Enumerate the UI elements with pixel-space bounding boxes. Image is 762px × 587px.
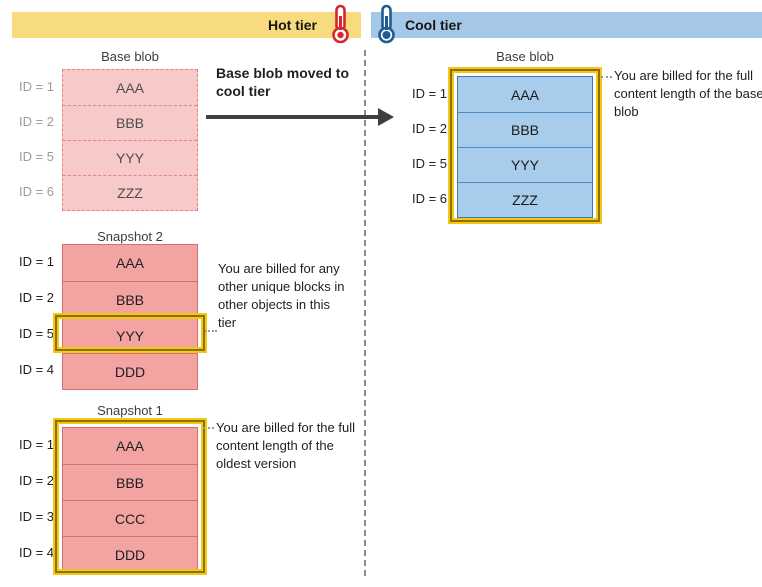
cool-base-note: You are billed for the full content leng… [614, 68, 762, 119]
move-arrow-line [206, 115, 380, 119]
block-cell: ZZZ [458, 182, 592, 217]
cool-base-blob-id-column: ID = 1 ID = 2 ID = 5 ID = 6 [401, 76, 447, 216]
block-id-label: ID = 1 [411, 86, 447, 101]
block-id-label: ID = 6 [411, 191, 447, 206]
block-id-label: ID = 1 [18, 79, 54, 94]
cool-base-blob-title: Base blob [496, 49, 554, 64]
snapshot2-id-column: ID = 1 ID = 2 ID = 5 ID = 4 [8, 244, 54, 388]
snapshot1-note: You are billed for the full content leng… [216, 420, 356, 471]
hot-tier-bar: Hot tier [12, 12, 361, 38]
block-id-label: ID = 2 [18, 290, 54, 305]
block-id-label: ID = 2 [18, 473, 54, 488]
hot-base-blob-table: AAA BBB YYY ZZZ [62, 69, 198, 211]
block-cell: BBB [63, 281, 197, 317]
block-id-label: ID = 3 [18, 509, 54, 524]
hot-tier-label: Hot tier [268, 17, 317, 33]
snapshot1-note-connector [203, 427, 214, 429]
snapshot1-table: AAA BBB CCC DDD [62, 427, 198, 573]
block-cell: CCC [63, 500, 197, 536]
block-cell: BBB [63, 464, 197, 500]
block-id-label: ID = 5 [18, 326, 54, 341]
hot-base-blob-title: Base blob [101, 49, 159, 64]
thermometer-hot-icon [332, 4, 349, 44]
block-cell: YYY [63, 140, 197, 175]
block-cell: AAA [115, 79, 144, 96]
block-id-label: ID = 2 [411, 121, 447, 136]
snapshot2-table: AAA BBB YYY DDD [62, 244, 198, 390]
block-id-label: ID = 5 [18, 149, 54, 164]
cool-tier-bar: Cool tier [371, 12, 762, 38]
tier-divider-line [364, 50, 366, 576]
block-id-label: ID = 1 [18, 437, 54, 452]
block-cell: ZZZ [63, 175, 197, 210]
cool-tier-label: Cool tier [405, 17, 462, 33]
thermometer-cool-icon [378, 4, 395, 44]
block-id-label: ID = 4 [18, 545, 54, 560]
snapshot1-id-column: ID = 1 ID = 2 ID = 3 ID = 4 [8, 427, 54, 571]
block-cell: AAA [115, 255, 144, 271]
block-id-label: ID = 5 [411, 156, 447, 171]
block-id-label: ID = 4 [18, 362, 54, 377]
block-cell: DDD [63, 353, 197, 389]
block-cell: BBB [63, 105, 197, 140]
move-arrow-head-icon [378, 108, 394, 126]
block-cell: YYY [458, 147, 592, 182]
cool-base-blob-table: AAA BBB YYY ZZZ [457, 76, 593, 218]
hot-base-blob-id-column: ID = 1 ID = 2 ID = 5 ID = 6 [8, 69, 54, 209]
cool-base-note-connector [601, 76, 612, 78]
snapshot1-title: Snapshot 1 [97, 403, 163, 418]
block-id-label: ID = 2 [18, 114, 54, 129]
block-cell: YYY [63, 317, 197, 353]
block-cell: AAA [115, 438, 144, 454]
block-cell: DDD [63, 536, 197, 572]
snapshot2-title: Snapshot 2 [97, 229, 163, 244]
snapshot2-note-connector [205, 330, 217, 332]
block-cell: AAA [510, 86, 539, 103]
move-annotation: Base blob moved to cool tier [216, 65, 350, 99]
block-cell: BBB [458, 112, 592, 147]
snapshot2-note: You are billed for any other unique bloc… [218, 261, 345, 330]
block-id-label: ID = 6 [18, 184, 54, 199]
block-id-label: ID = 1 [18, 254, 54, 269]
